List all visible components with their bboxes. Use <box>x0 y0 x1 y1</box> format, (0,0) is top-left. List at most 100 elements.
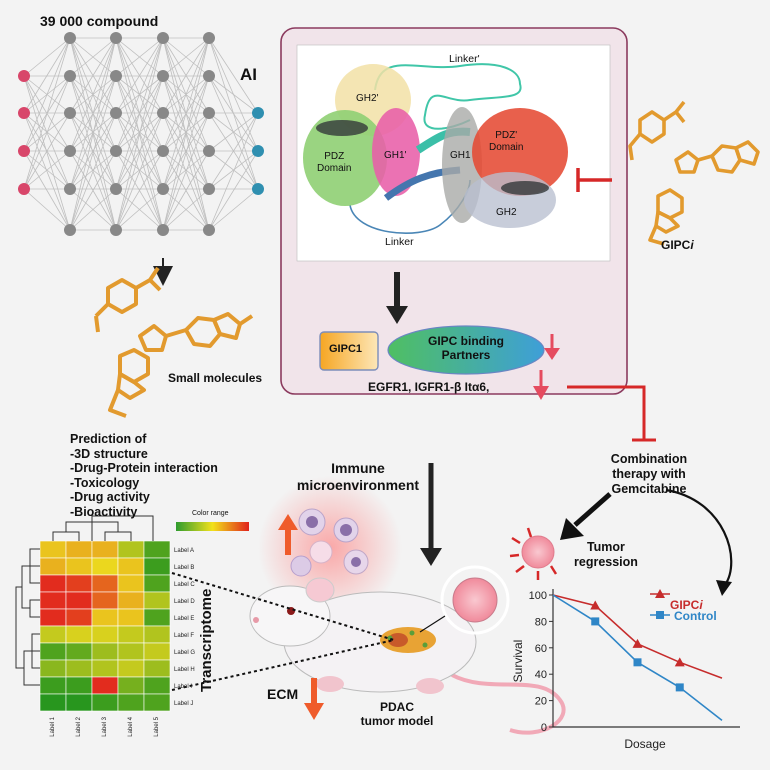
heatmap-cell <box>143 574 171 593</box>
pdz-label: PDZ Domain <box>317 151 352 174</box>
heatmap-cell <box>65 574 93 593</box>
mouse-illustration <box>249 577 566 735</box>
heatmap-cell <box>143 540 171 559</box>
heatmap-cell <box>65 642 93 661</box>
gh1-label: GH1 <box>450 150 471 161</box>
y-axis-label: Survival <box>511 640 525 683</box>
inhibit-combination-line <box>567 385 646 440</box>
heatmap-row-label: Label F <box>174 633 194 639</box>
ai-label: AI <box>240 65 257 84</box>
neural-network <box>18 32 264 236</box>
tumor-magnified <box>452 577 498 623</box>
legend-control: Control <box>674 609 717 623</box>
legend-gipci: GIPCi <box>670 598 703 612</box>
prediction-heading: Prediction of <box>70 432 147 446</box>
network-node <box>18 107 30 119</box>
network-node <box>203 183 215 195</box>
prediction-item: -Drug activity <box>70 490 150 504</box>
heatmap-cell <box>39 608 67 627</box>
heatmap-cell <box>39 693 67 712</box>
y-tick-label: 0 <box>541 722 547 734</box>
network-node <box>64 70 76 82</box>
x-axis-label: Dosage <box>624 737 666 751</box>
combination-to-gipci-arrow <box>716 580 732 596</box>
heatmap-cell <box>117 540 145 559</box>
network-node <box>203 145 215 157</box>
network-node <box>157 145 169 157</box>
heatmap-cell <box>39 659 67 678</box>
linker-prime-line <box>374 63 522 130</box>
network-node <box>110 107 122 119</box>
gipci-label-top: GIPCi <box>661 238 694 252</box>
prediction-list: Prediction of -3D structure -Drug-Protei… <box>70 432 218 519</box>
network-node <box>110 145 122 157</box>
combination-therapy-label: Combination therapy with Gemcitabine <box>610 452 688 496</box>
targets-label: EGFR1, IGFR1-β Itα6, <box>368 380 490 394</box>
data-point <box>674 657 685 667</box>
partners-label: GIPC binding Partners <box>428 334 504 362</box>
heatmap-cell <box>65 557 93 576</box>
heatmap-cell <box>65 608 93 627</box>
heatmap-cell <box>117 608 145 627</box>
gh1-prime-label: GH1' <box>384 150 407 161</box>
heatmap-cell <box>39 676 67 695</box>
prediction-item: -Drug-Protein interaction <box>70 461 218 475</box>
heatmap-cell <box>91 642 119 661</box>
heatmap-cell <box>143 676 171 695</box>
heatmap-cell <box>65 591 93 610</box>
pdz-domain <box>303 110 387 206</box>
gh2-label: GH2 <box>496 207 517 218</box>
gh2-domain <box>464 172 556 228</box>
heatmap-cell <box>117 676 145 695</box>
small-molecules-label: Small molecules <box>168 371 263 385</box>
network-node <box>203 107 215 119</box>
heatmap-cell <box>91 591 119 610</box>
small-molecule-icon <box>138 312 254 352</box>
heatmap-cell <box>143 557 171 576</box>
small-molecule-icon <box>108 348 150 418</box>
heatmap-cell <box>39 574 67 593</box>
heatmap-cell <box>39 625 67 644</box>
heatmap-row-label: Label D <box>174 599 195 605</box>
gh2-prime-label: GH2' <box>356 93 379 104</box>
network-node <box>252 107 264 119</box>
combination-to-tumor-arrow <box>560 518 584 540</box>
heatmap-cell <box>65 625 93 644</box>
y-tick-label: 60 <box>535 643 547 655</box>
network-node <box>110 32 122 44</box>
heatmap-cell <box>65 676 93 695</box>
network-title: 39 000 compound <box>40 13 159 29</box>
heatmap-row-label: Label I <box>174 684 192 690</box>
heatmap-row-label: Label A <box>174 548 194 554</box>
network-node <box>157 183 169 195</box>
partners-down-arrow <box>544 348 560 360</box>
targets-down-arrow <box>533 386 549 400</box>
network-node <box>64 107 76 119</box>
small-molecule-icon <box>94 266 162 333</box>
heatmap-cell <box>91 676 119 695</box>
gipc1-box <box>319 331 379 371</box>
heatmap-row-label: Label J <box>174 701 193 707</box>
heatmap-row-label: Label C <box>174 582 195 588</box>
tumor-regression-icon <box>521 535 555 569</box>
heatmap-cell <box>39 591 67 610</box>
data-point <box>632 638 643 648</box>
gipc1-label: GIPC1 <box>329 343 363 355</box>
network-node <box>252 145 264 157</box>
prediction-item: -Bioactivity <box>70 504 138 519</box>
heatmap-row-label: Label G <box>174 650 195 656</box>
color-range-bar <box>176 522 249 531</box>
heatmap-cell <box>117 625 145 644</box>
y-tick-label: 40 <box>535 669 547 681</box>
heatmap-cell <box>117 557 145 576</box>
network-node <box>203 32 215 44</box>
heatmap-col-label: Label 3 <box>102 716 108 736</box>
linker-prime-label: Linker' <box>449 53 480 65</box>
heatmap-cell <box>65 659 93 678</box>
y-tick-label: 20 <box>535 696 547 708</box>
heatmap-cell <box>39 642 67 661</box>
network-node <box>64 183 76 195</box>
network-node <box>64 145 76 157</box>
heatmap-cell <box>65 693 93 712</box>
